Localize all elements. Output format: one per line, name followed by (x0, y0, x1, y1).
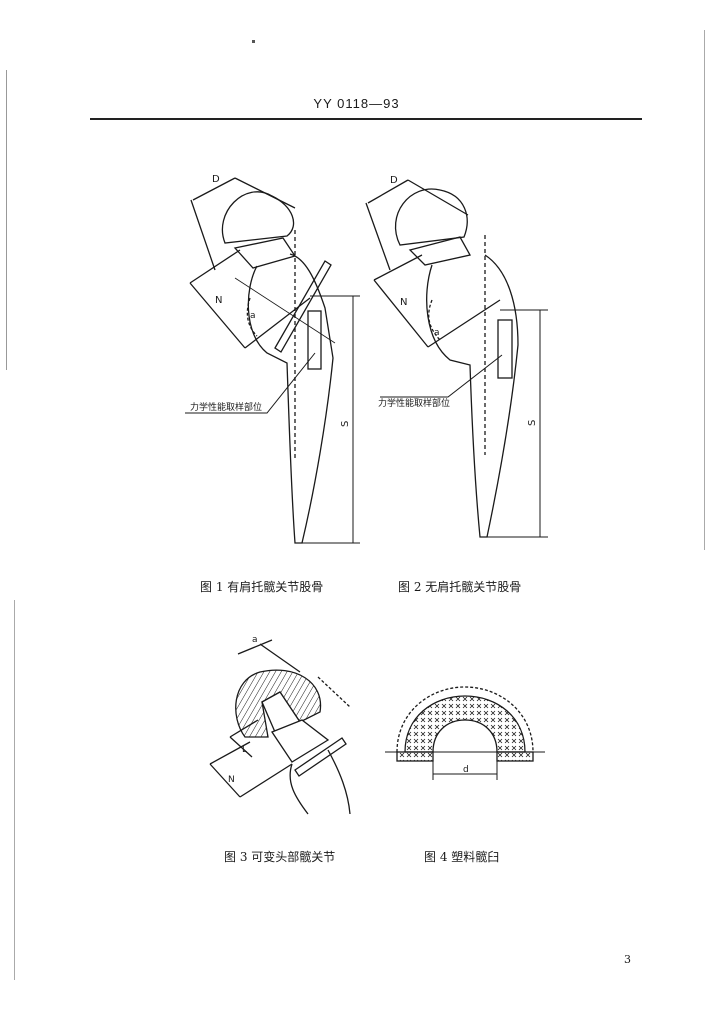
label-a: a (250, 311, 256, 321)
label-d: D (212, 174, 220, 185)
label-n: N (228, 775, 235, 785)
label-n: N (400, 297, 407, 308)
header-rule (90, 118, 642, 120)
figure-3-caption: 图 3 可变头部髋关节 (224, 850, 336, 864)
label-d: d (463, 765, 469, 775)
label-d: D (390, 175, 398, 186)
scan-mark (704, 30, 705, 550)
callout-text: 力学性能取样部位 (378, 399, 451, 409)
label-l: L (242, 745, 247, 755)
figure-1-caption: 图 1 有肩托髋关节股骨 (200, 580, 324, 594)
label-a: a (434, 328, 440, 338)
standard-number: YY 0118—93 (313, 96, 400, 111)
scan-mark (252, 40, 255, 43)
label-s: S (340, 421, 351, 427)
figure-4-caption: 图 4 塑料髋臼 (424, 850, 500, 864)
page-number: 3 (624, 953, 631, 966)
figure-2-drawing: D N a S (365, 175, 548, 538)
figure-3-drawing: a L N (209, 635, 351, 815)
label-a: a (252, 635, 258, 645)
label-s: S (527, 420, 538, 426)
figure-1-drawing: D N a S (185, 174, 360, 544)
label-n: N (215, 295, 222, 306)
scan-mark (6, 70, 7, 370)
figure-4-drawing: d (385, 686, 545, 780)
callout-text: 力学性能取样部位 (190, 403, 263, 413)
scan-mark (14, 600, 15, 980)
figure-2-caption: 图 2 无肩托髋关节股骨 (398, 580, 522, 594)
